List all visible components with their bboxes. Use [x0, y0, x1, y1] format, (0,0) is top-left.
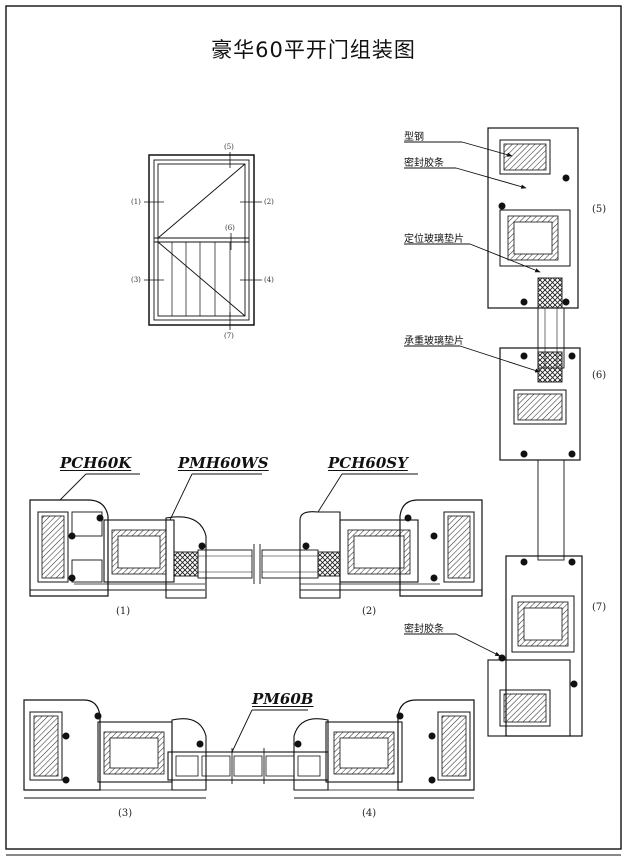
profile-code-mullion: PMH60WS: [178, 454, 269, 472]
section-label-6: (6): [592, 370, 607, 381]
profile-code-sash: PCH60SY: [328, 454, 408, 472]
section-label-2: (2): [362, 606, 377, 617]
section-label-4: (4): [362, 808, 377, 819]
section-1-2: [29, 473, 483, 599]
section-label-7: (7): [592, 602, 607, 613]
callout-seal-top: 密封胶条: [404, 158, 444, 169]
sheet-border: [5, 5, 622, 850]
elevation-label-2: (2): [264, 198, 274, 206]
callout-bearing-pad: 承重玻璃垫片: [404, 336, 464, 347]
callout-seal-bottom: 密封胶条: [404, 624, 444, 635]
profile-code-frame: PCH60K: [60, 454, 132, 472]
elevation-label-7: (7): [224, 332, 234, 340]
page-title: 豪华60平开门组装图: [211, 38, 416, 62]
section-label-5: (5): [592, 204, 607, 215]
elevation-label-3: (3): [131, 276, 141, 284]
door-elevation: [144, 152, 262, 330]
callout-steel: 型钢: [404, 132, 424, 143]
elevation-label-6: (6): [225, 224, 235, 232]
elevation-label-5: (5): [224, 143, 234, 151]
elevation-label-4: (4): [264, 276, 274, 284]
section-label-1: (1): [116, 606, 131, 617]
section-vertical: [404, 127, 583, 737]
section-3-4: [23, 699, 475, 799]
callout-positioning-pad: 定位玻璃垫片: [404, 234, 464, 245]
section-label-3: (3): [118, 808, 133, 819]
profile-code-bead: PM60B: [252, 690, 314, 708]
elevation-label-1: (1): [131, 198, 141, 206]
